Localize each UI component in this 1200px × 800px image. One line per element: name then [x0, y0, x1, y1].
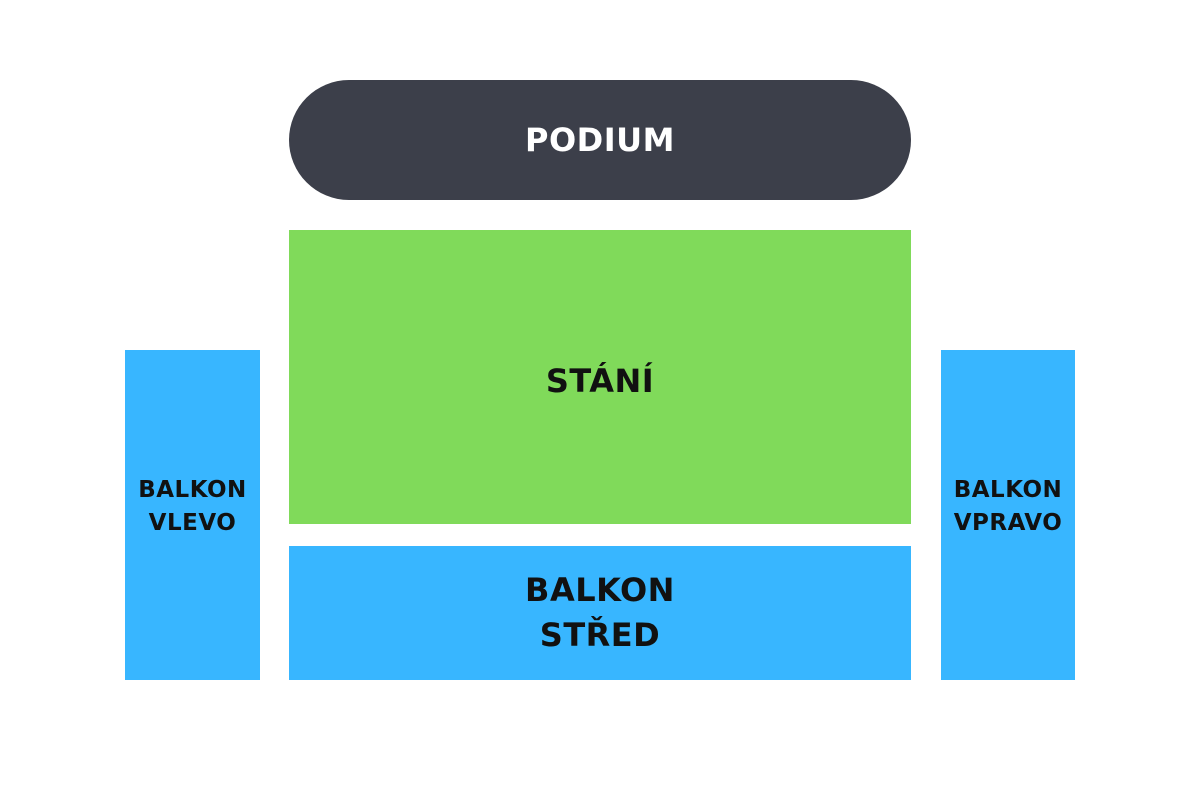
balcony-right-label-line2: VPRAVO: [953, 510, 1063, 536]
balcony-left-label-line2: VLEVO: [148, 510, 237, 536]
balcony-center-label-line2: STŘED: [539, 616, 661, 654]
balcony-center-zone[interactable]: BALKON STŘED: [289, 546, 911, 680]
balcony-left-label: BALKON VLEVO: [138, 474, 247, 540]
podium-label: PODIUM: [525, 121, 675, 159]
balcony-right-label: BALKON VPRAVO: [954, 474, 1063, 540]
balcony-left-label-line1: BALKON: [138, 477, 247, 503]
balcony-center-label-line1: BALKON: [525, 571, 675, 609]
balcony-left-zone[interactable]: BALKON VLEVO: [125, 350, 260, 680]
standing-zone[interactable]: STÁNÍ: [289, 230, 911, 524]
balcony-right-zone[interactable]: BALKON VPRAVO: [941, 350, 1075, 680]
podium-zone[interactable]: PODIUM: [289, 80, 911, 200]
standing-label: STÁNÍ: [545, 362, 655, 400]
balcony-center-label: BALKON STŘED: [525, 568, 675, 658]
balcony-right-label-line1: BALKON: [953, 477, 1063, 503]
